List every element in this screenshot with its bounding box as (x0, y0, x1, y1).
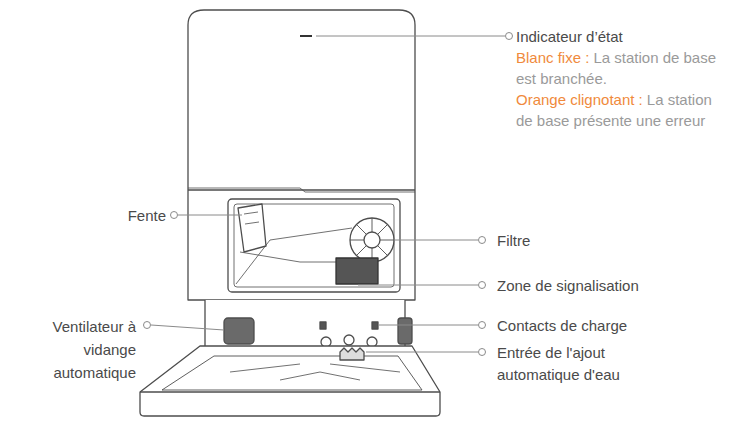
slot-bag (238, 204, 266, 252)
dust-bay (228, 199, 400, 292)
state-name: Orange clignotant : (516, 91, 643, 108)
part-label: Filtre (497, 230, 697, 251)
part-label: Entrée de l'ajout automatique d'eau (497, 342, 657, 386)
ramp-tray (140, 346, 440, 416)
part-label: Ventilateur à vidange automatique (36, 315, 136, 384)
leader-lines (144, 33, 513, 356)
lower-panel (205, 300, 405, 348)
signal-zone (336, 258, 378, 284)
station-housing (188, 10, 415, 300)
filter (350, 218, 394, 262)
part-label: Fente (60, 205, 166, 226)
part-label: Zone de signalisation (497, 275, 727, 296)
charge-contact (372, 322, 378, 329)
charge-contact (320, 322, 326, 329)
evacuation-fan (224, 318, 254, 344)
state-name: Blanc fixe : (516, 49, 589, 66)
water-inlet (340, 348, 364, 360)
part-label: Indicateur d’état (516, 26, 731, 47)
part-label: Contacts de charge (497, 315, 727, 336)
status-legend-text: Blanc fixe :La station de base est branc… (516, 47, 732, 131)
status-indicator-mark (300, 35, 312, 37)
